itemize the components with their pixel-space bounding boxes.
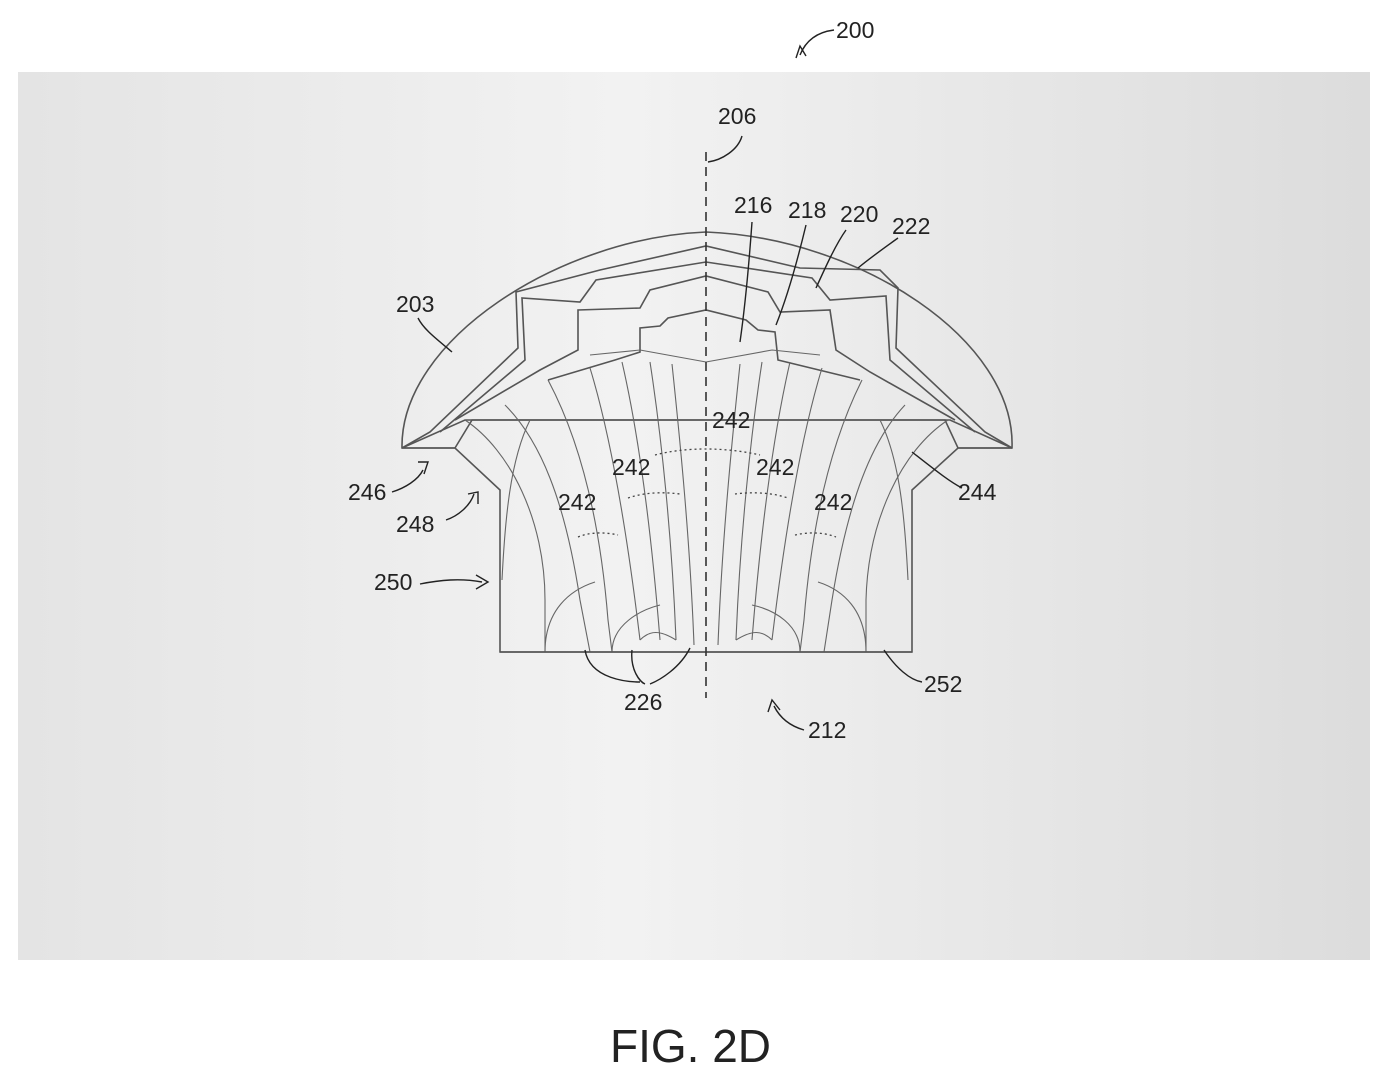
label-242-left: 242 [558,489,596,515]
label-216: 216 [734,192,772,218]
figure-caption: FIG. 2D [610,1020,771,1072]
label-244: 244 [958,479,997,505]
label-200: 200 [836,17,874,43]
label-222: 222 [892,213,930,239]
dashed-arcs [577,448,837,538]
label-203: 203 [396,291,434,317]
label-250: 250 [374,569,412,595]
outer-step-layer [401,245,1013,449]
background-panel [18,72,1370,960]
label-212: 212 [808,717,846,743]
label-218: 218 [788,197,826,223]
turbine-body [401,419,1013,653]
leader-lines [391,29,963,731]
layer-216 [547,309,861,381]
label-242-left-mid: 242 [612,454,650,480]
label-220: 220 [840,201,878,227]
label-226: 226 [624,689,662,715]
label-242-right: 242 [814,489,852,515]
label-242-center: 242 [712,407,750,433]
label-246: 246 [348,479,386,505]
label-206: 206 [718,103,756,129]
label-252: 252 [924,671,962,697]
label-248: 248 [396,511,434,537]
label-242-right-mid: 242 [756,454,794,480]
dome-cap [401,231,1013,449]
